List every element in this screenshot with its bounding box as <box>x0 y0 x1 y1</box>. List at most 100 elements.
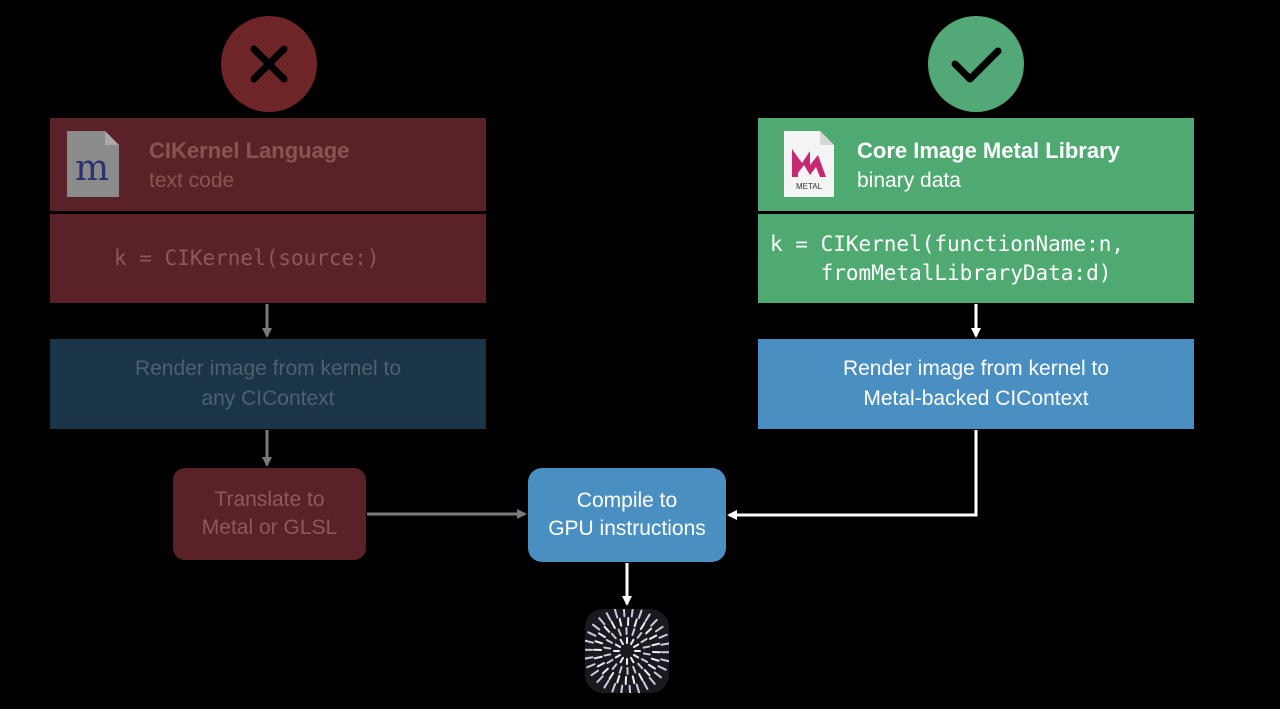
tile-streak <box>618 666 623 674</box>
tile-streak <box>660 642 669 646</box>
tile-streak <box>640 638 648 644</box>
tile-streak <box>622 609 626 618</box>
tile-streak <box>594 640 604 645</box>
tile-streak <box>642 645 651 649</box>
tile-streak <box>605 638 614 644</box>
tile-streak <box>658 633 668 639</box>
tile-streak <box>642 680 649 690</box>
tile-streak <box>614 643 622 648</box>
right-render-box: Render image from kernel to Metal-backed… <box>758 339 1194 429</box>
tile-streak <box>648 634 658 640</box>
tile-streak <box>603 653 612 657</box>
tile-streak <box>636 632 643 639</box>
tile-streak <box>608 672 615 680</box>
tile-streak <box>628 684 632 693</box>
tile-streak <box>619 638 624 646</box>
tile-streak <box>651 642 661 647</box>
right-code-line-1: k = CIKernel(functionName:n, <box>770 232 1125 256</box>
tile-streak <box>590 669 600 677</box>
tile-streak <box>632 665 637 674</box>
right-header: METAL Core Image Metal Library binary da… <box>758 118 1194 211</box>
tile-streak <box>654 625 664 633</box>
tile-streak <box>635 683 641 693</box>
translate-line-1: Translate to <box>214 488 325 511</box>
tile-streak <box>598 617 606 626</box>
tile-streak <box>631 675 636 685</box>
tile-streak <box>586 663 596 669</box>
m-document-letter: m <box>75 148 110 189</box>
right-render-line-1: Render image from kernel to <box>842 357 1110 380</box>
tile-streak <box>603 646 612 650</box>
tile-streak <box>611 682 617 693</box>
tile-streak <box>593 655 603 660</box>
tile-streak <box>650 618 658 627</box>
tile-streak <box>648 676 656 685</box>
tile-streak <box>614 654 622 659</box>
tile-streak <box>585 639 595 644</box>
tile-streak <box>617 628 622 637</box>
tile-streak <box>645 627 653 635</box>
tile-streak <box>610 620 616 630</box>
tile-streak <box>596 662 606 668</box>
tile-streak <box>587 631 597 637</box>
tile-streak <box>606 658 614 664</box>
tile-streak <box>598 632 606 639</box>
tile-streak <box>648 663 656 670</box>
compile-line-1: Compile to <box>576 489 678 512</box>
tile-streak <box>618 617 623 627</box>
metal-document-label: METAL <box>795 182 823 191</box>
tile-streak <box>632 643 640 648</box>
right-header-subtitle: binary data <box>857 169 961 192</box>
tile-streak <box>639 622 646 630</box>
left-header-subtitle: text code <box>149 169 235 192</box>
left-render-line-2: any CIContext <box>201 387 335 410</box>
left-code-box: k = CIKernel(source:) <box>50 214 486 303</box>
tile-streak <box>657 665 667 671</box>
tile-streak <box>633 618 638 628</box>
right-header-title: Core Image Metal Library <box>857 138 1120 163</box>
tile-streak <box>637 662 644 670</box>
x-mark-icon <box>221 16 317 112</box>
tile-streak <box>631 628 636 636</box>
left-header: m CIKernel Language text code <box>50 118 486 211</box>
tile-streak <box>630 656 635 664</box>
tile-streak <box>613 609 619 619</box>
right-code-box: k = CIKernel(functionName:n, fromMetalLi… <box>758 214 1194 303</box>
tile-streak <box>638 672 644 682</box>
tile-streak <box>637 609 643 620</box>
right-render-line-2: Metal-backed CIContext <box>863 387 1089 410</box>
tile-streak <box>592 623 601 631</box>
compile-line-2: GPU instructions <box>548 517 706 540</box>
left-header-title: CIKernel Language <box>149 138 350 163</box>
translate-box: Translate to Metal or GLSL <box>173 468 366 560</box>
metal-document-icon: METAL <box>784 131 834 197</box>
tile-streak <box>603 679 610 689</box>
tile-streak <box>620 684 624 693</box>
tile-streak <box>603 625 611 633</box>
tile-streak <box>630 638 635 646</box>
tile-streak <box>619 656 624 664</box>
tile-streak <box>653 671 662 679</box>
tile-streak <box>596 675 604 684</box>
tile-streak <box>632 654 640 659</box>
tile-streak <box>643 669 651 677</box>
tile-streak <box>616 674 621 684</box>
tile-streak <box>605 612 612 622</box>
tile-streak <box>585 656 594 660</box>
right-code-line-2: fromMetalLibraryData:d) <box>770 261 1112 285</box>
tile-streak <box>601 667 609 675</box>
tile-streak <box>640 658 649 664</box>
left-code-line: k = CIKernel(source:) <box>114 246 380 270</box>
left-render-line-1: Render image from kernel to <box>134 357 402 380</box>
tile-streak <box>611 663 618 670</box>
arrow-render-to-compile <box>727 430 978 520</box>
tile-streak <box>644 613 651 623</box>
tile-streak <box>650 657 660 662</box>
translate-line-2: Metal or GLSL <box>201 516 338 539</box>
gpu-output-icon <box>585 609 669 693</box>
tile-streak <box>610 632 617 640</box>
checkmark-icon <box>928 16 1024 112</box>
compile-box: Compile to GPU instructions <box>528 468 726 562</box>
left-render-box: Render image from kernel to any CIContex… <box>50 339 486 429</box>
tile-streak <box>630 609 634 618</box>
